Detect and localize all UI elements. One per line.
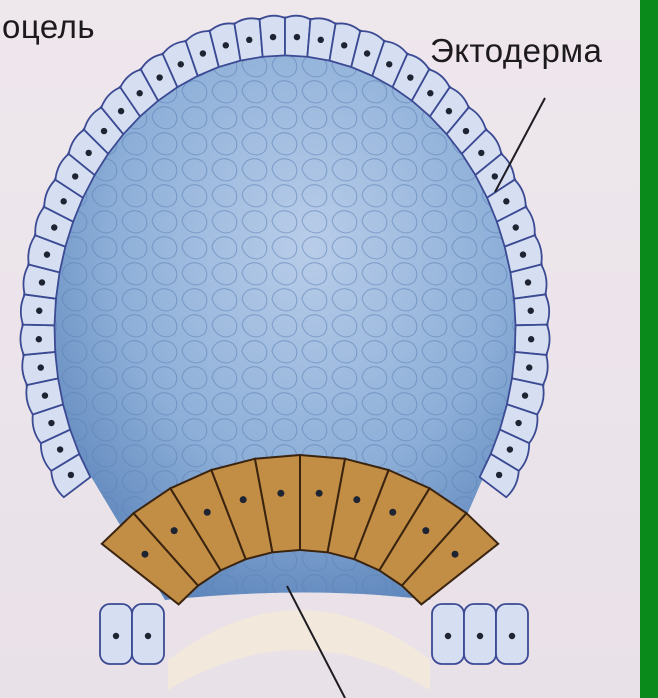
ectoderm-nucleus [42,392,48,398]
ectoderm-nucleus [48,420,54,426]
endoderm-nucleus [277,490,284,497]
endoderm-nucleus [353,496,360,503]
ectoderm-nucleus [36,308,42,314]
ectoderm-nucleus [341,42,347,48]
diagram-canvas: оцель Эктодерма [0,0,640,698]
ectoderm-nucleus [223,42,229,48]
endoderm-nucleus [316,490,323,497]
endoderm-nucleus [422,527,429,534]
ectoderm-nucleus [136,90,142,96]
ectoderm-label: Эктодерма [430,32,602,70]
ectoderm-nucleus [503,198,509,204]
ectoderm-nucleus [492,173,498,179]
gastrula-diagram [0,0,640,698]
ectoderm-nucleus [294,34,300,40]
ectoderm-nucleus [156,74,162,80]
ectoderm-nucleus [528,336,534,342]
ectoderm-nucleus [386,61,392,67]
endoderm-nucleus [389,509,396,516]
ectoderm-nucleus [200,50,206,56]
ectoderm-nucleus [407,74,413,80]
ectoderm-nucleus [513,224,519,230]
archenteron-opening [168,610,430,690]
ectoderm-nucleus [522,392,528,398]
ectoderm-nucleus [85,150,91,156]
ectoderm-nucleus [526,364,532,370]
ectoderm-nucleus [496,472,502,478]
ectoderm-nucleus [478,150,484,156]
ectoderm-nucleus [178,61,184,67]
ectoderm-nucleus [446,108,452,114]
ectoderm-nucleus [60,198,66,204]
ectoderm-nucleus [246,37,252,43]
endoderm-nucleus [171,527,178,534]
ectoderm-nucleus [525,279,531,285]
ectoderm-nucleus [39,279,45,285]
endoderm-nucleus [141,551,148,558]
ectoderm-nucleus [101,128,107,134]
ectoderm-nucleus [463,128,469,134]
ectoderm-nucleus [318,37,324,43]
ectoderm-nucleus [509,633,515,639]
endoderm-nucleus [452,551,459,558]
ectoderm-nucleus [38,364,44,370]
endoderm-nucleus [204,509,211,516]
ectoderm-nucleus [72,173,78,179]
green-edge-strip [640,0,658,698]
ectoderm-nucleus [528,308,534,314]
ectoderm-pointer-line [495,98,545,192]
ectoderm-nucleus [113,633,119,639]
ectoderm-nucleus [507,446,513,452]
ectoderm-nucleus [427,90,433,96]
ectoderm-nucleus [36,336,42,342]
ectoderm-nucleus [57,446,63,452]
ectoderm-nucleus [364,50,370,56]
ectoderm-nucleus [118,108,124,114]
ectoderm-nucleus [445,633,451,639]
ectoderm-nucleus [44,251,50,257]
ectoderm-nucleus [145,633,151,639]
endoderm-nucleus [240,496,247,503]
ectoderm-nucleus [68,472,74,478]
ectoderm-nucleus [515,420,521,426]
ectoderm-nucleus [477,633,483,639]
ectoderm-nucleus [520,251,526,257]
ectoderm-nucleus [51,224,57,230]
ectoderm-nucleus [270,34,276,40]
blastocoel-label: оцель [2,8,95,46]
